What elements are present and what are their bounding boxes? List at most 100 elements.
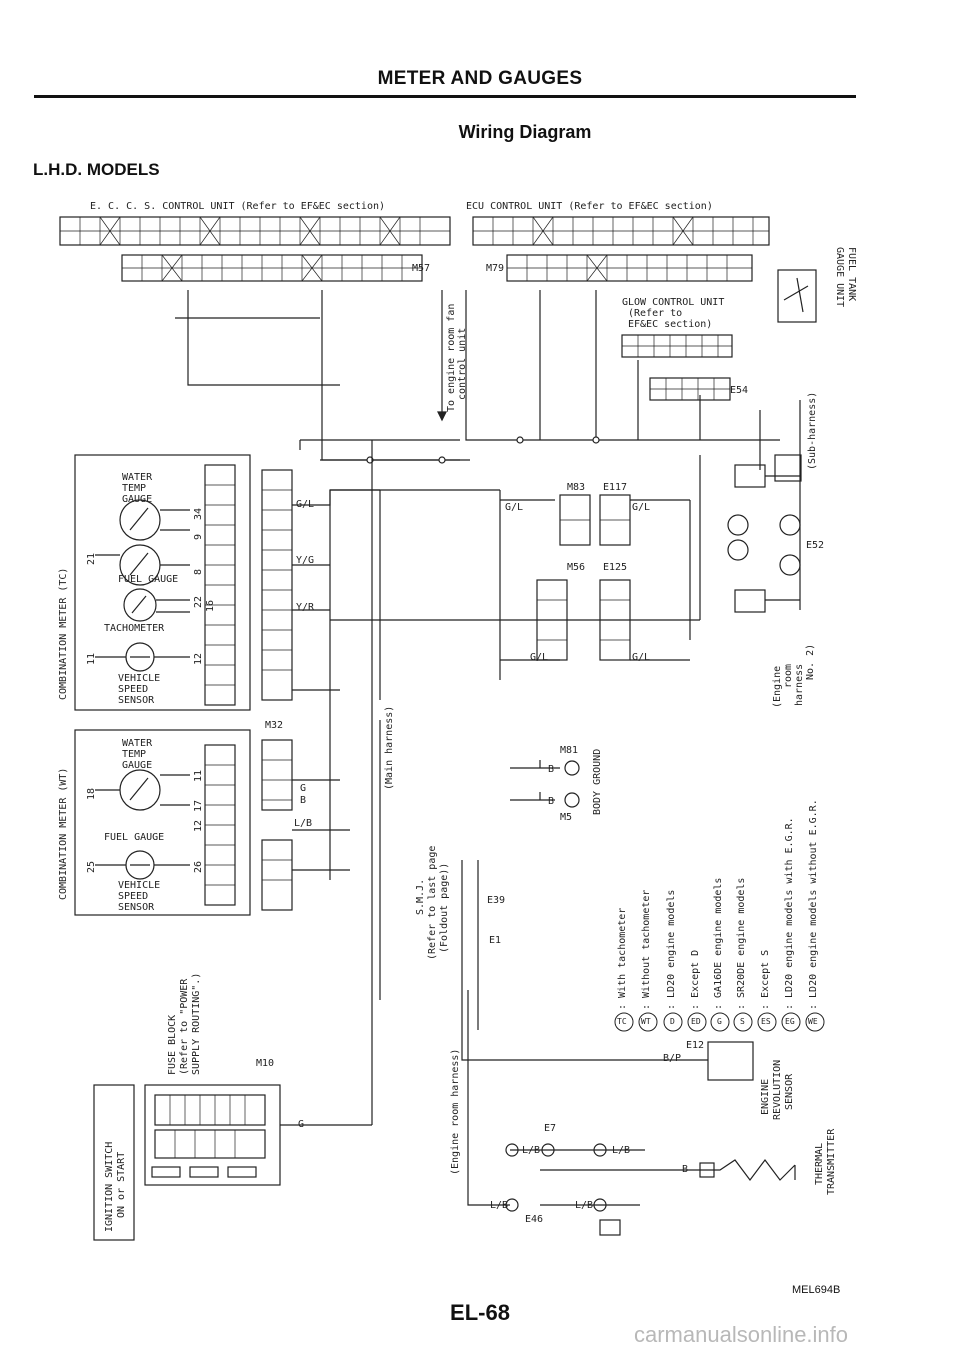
meter-wt-speed-1: VEHICLE	[118, 880, 161, 891]
meter-wt-pin-17: 17	[193, 799, 204, 812]
connector-e12: E12	[686, 1040, 705, 1051]
meter-wt-title: COMBINATION METER (WT)	[58, 767, 69, 900]
ignition-switch-label-1: IGNITION SWITCH	[104, 1141, 115, 1232]
rev-sensor-label-3: SENSOR	[784, 1073, 795, 1110]
connector-m10: M10	[256, 1058, 275, 1069]
meter-tc-pin-34: 34	[193, 507, 204, 520]
legend-code-s: S	[740, 1017, 745, 1026]
legend-s: : SR20DE engine models	[736, 877, 747, 1010]
engine-room-harness-2-label-2: room	[783, 663, 794, 688]
meter-wt-pin-18: 18	[86, 787, 97, 800]
wire-color-gl-3: G/L	[632, 502, 651, 513]
thermal-transmitter-label-2: TRANSMITTER	[826, 1128, 837, 1195]
figure-code: MEL694B	[792, 1284, 841, 1296]
connector-m79: M79	[486, 263, 505, 274]
smj-label-2: (Refer to last page	[427, 845, 438, 960]
fuel-tank-label-1: FUEL TANK	[846, 247, 857, 302]
meter-tc-pin-12: 12	[193, 652, 204, 665]
connector-e125: E125	[603, 562, 628, 573]
glow-control-unit-label-2: (Refer to	[628, 308, 683, 319]
title-divider	[34, 95, 856, 98]
engine-room-harness-2-label-1: (Engine	[772, 665, 783, 708]
meter-wt-water-1: WATER	[122, 738, 153, 749]
connector-e1: E1	[489, 935, 502, 946]
meter-wt-speed-3: SENSOR	[118, 902, 155, 913]
page-number: EL-68	[450, 1300, 510, 1325]
legend-code-ed: ED	[691, 1017, 701, 1026]
wire-color-b-ground-1: B	[548, 764, 555, 775]
glow-control-unit-label-1: GLOW CONTROL UNIT	[622, 297, 725, 308]
ecu-control-unit-label: ECU CONTROL UNIT (Refer to EF&EC section…	[466, 201, 713, 212]
eccs-control-unit-label: E. C. C. S. CONTROL UNIT (Refer to EF&EC…	[90, 201, 386, 212]
smj-label-1: S.M.J.	[415, 878, 426, 915]
ignition-switch-label-2: ON or START	[116, 1151, 127, 1218]
wire-color-b-ground-2: B	[548, 796, 555, 807]
connector-m56: M56	[567, 562, 586, 573]
meter-tc-pin-16: 16	[205, 599, 216, 612]
legend-code-tc: TC	[617, 1017, 627, 1026]
fuse-block-frame	[144, 1084, 281, 1186]
wire-color-yr: Y/R	[296, 602, 315, 613]
section-heading: L.H.D. MODELS	[33, 160, 160, 179]
connector-e46: E46	[525, 1214, 544, 1225]
sub-harness-label: (Sub-harness)	[807, 391, 818, 470]
connector-m57: M57	[412, 263, 431, 274]
wire-color-gl: G/L	[296, 499, 315, 510]
meter-tc-speed-3: SENSOR	[118, 695, 155, 706]
legend-code-es: ES	[761, 1017, 771, 1026]
connector-e54: E54	[730, 385, 749, 396]
fuel-tank-label-2: GAUGE UNIT	[834, 247, 845, 308]
meter-wt-pin-12: 12	[193, 819, 204, 832]
meter-wt-pin-11: 11	[193, 769, 204, 782]
legend-code-wt: WT	[641, 1017, 651, 1026]
watermark-text: carmanualsonline.info	[634, 1322, 849, 1347]
legend-wt: : Without tachometer	[641, 889, 652, 1010]
wire-color-g-ignition: G	[298, 1119, 305, 1130]
meter-tc-water-3: GAUGE	[122, 494, 153, 505]
meter-wt-speed-2: SPEED	[118, 891, 149, 902]
meter-tc-tacho: TACHOMETER	[104, 623, 165, 634]
connector-e7: E7	[544, 1123, 557, 1134]
fuse-block-label-3: SUPPLY ROUTING".)	[191, 972, 202, 1075]
meter-tc-water-2: TEMP	[122, 483, 147, 494]
wire-color-gl-4: G/L	[530, 652, 549, 663]
wire-color-lb-4: L/B	[490, 1200, 509, 1211]
engine-room-fan-label-2: control unit	[457, 327, 468, 400]
meter-tc-frame	[74, 454, 251, 711]
wire-color-b-thermal: B	[682, 1164, 689, 1175]
meter-tc-water-1: WATER	[122, 472, 153, 483]
thermal-transmitter-label-1: THERMAL	[814, 1142, 825, 1185]
main-harness-label: (Main harness)	[384, 705, 395, 790]
wire-color-gl-2: G/L	[505, 502, 524, 513]
meter-tc-pin-22: 22	[193, 595, 204, 608]
rev-sensor-label-2: REVOLUTION	[772, 1059, 783, 1120]
legend-ed: : Except D	[690, 949, 701, 1010]
smj-label-3: (Foldout page))	[439, 862, 450, 953]
ignition-switch-frame	[93, 1084, 135, 1241]
meter-wt-water-3: GAUGE	[122, 760, 153, 771]
legend-eg: : LD20 engine models with E.G.R.	[784, 817, 795, 1010]
connector-m83: M83	[567, 482, 586, 493]
connector-e52: E52	[806, 540, 825, 551]
glow-control-unit-label-3: EF&EC section)	[628, 319, 713, 330]
wire-color-bp: B/P	[663, 1053, 682, 1064]
connector-m81: M81	[560, 745, 579, 756]
meter-tc-speed-1: VEHICLE	[118, 673, 161, 684]
legend-g: : GA16DE engine models	[713, 877, 724, 1010]
wire-color-lb-3: L/B	[612, 1145, 631, 1156]
page-title: METER AND GAUGES	[377, 68, 583, 89]
meter-tc-pin-21: 21	[86, 552, 97, 565]
body-ground-label: BODY GROUND	[592, 748, 603, 815]
wire-color-b: B	[300, 795, 307, 806]
rev-sensor-label-1: ENGINE	[760, 1078, 771, 1115]
legend-es: : Except S	[760, 949, 771, 1010]
meter-tc-speed-2: SPEED	[118, 684, 149, 695]
wire-color-lb-5: L/B	[575, 1200, 594, 1211]
legend-d: : LD20 engine models	[666, 889, 677, 1010]
meter-tc-pin-8: 8	[193, 568, 204, 575]
meter-wt-water-2: TEMP	[122, 749, 147, 760]
meter-tc-pin-9: 9	[193, 533, 204, 540]
meter-wt-pin-26: 26	[193, 860, 204, 873]
meter-wt-pin-25: 25	[86, 860, 97, 873]
